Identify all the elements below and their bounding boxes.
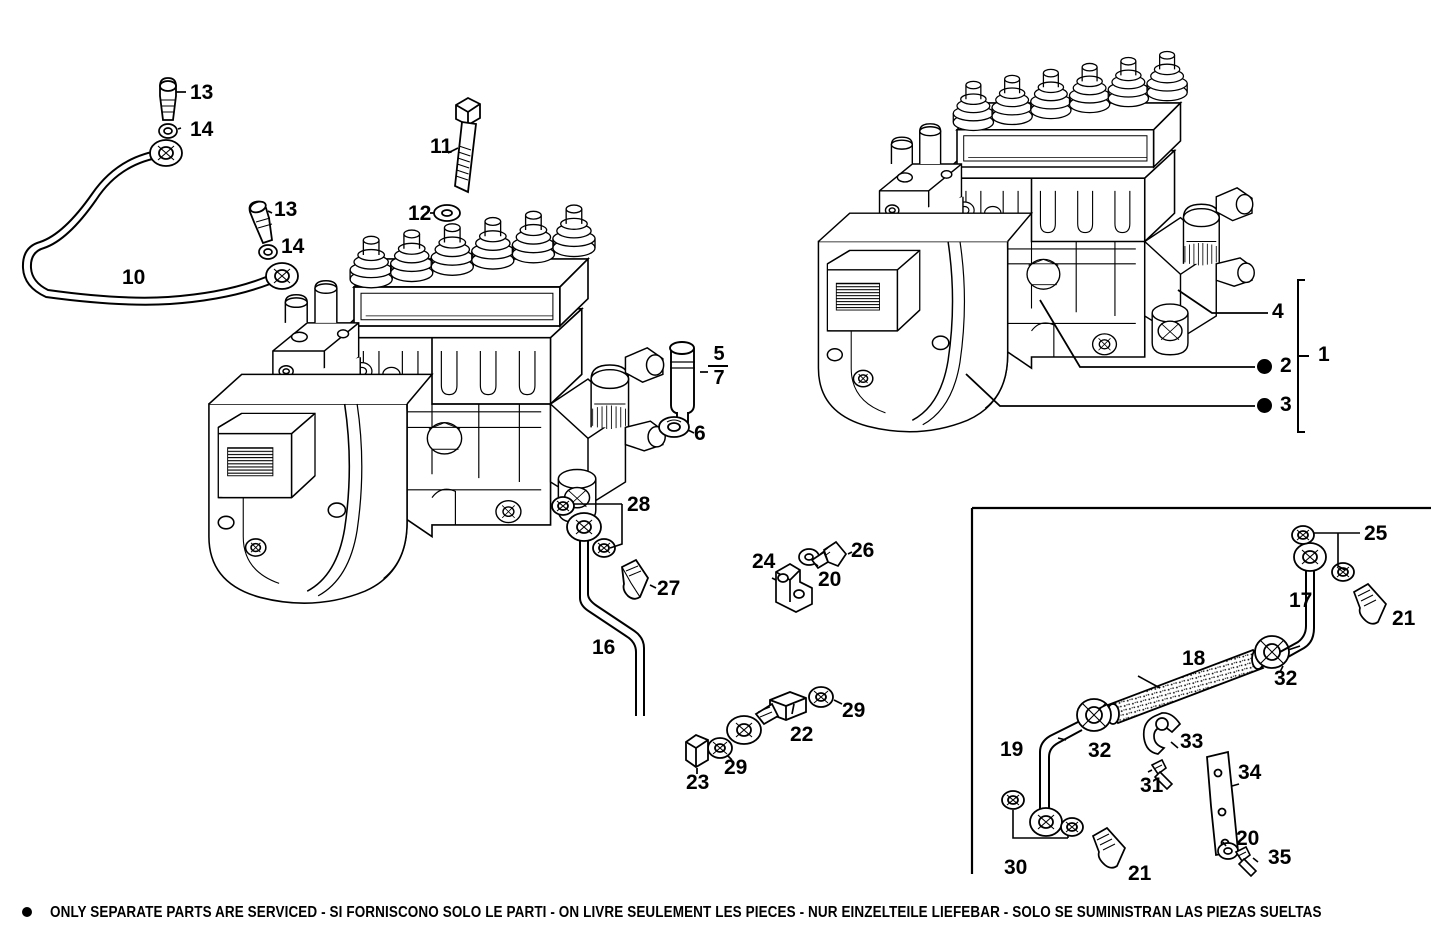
footer-note: ONLY SEPARATE PARTS ARE SERVICED - SI FO…: [0, 902, 1431, 921]
callout-1: 1: [1318, 343, 1330, 366]
callout-13-upper: 13: [190, 81, 214, 104]
part-16-banjo-eye-bottom: [726, 715, 762, 745]
callout-28: 28: [627, 493, 651, 516]
part-32-union-nut-right: [1254, 635, 1301, 669]
callout-21-lower: 21: [1128, 862, 1152, 885]
callout-5-over-7: 5 7: [708, 344, 730, 388]
part-28-washer-a: [551, 496, 575, 516]
part-31-screw: [1150, 758, 1174, 791]
part-21-bolt-upper: [1352, 582, 1388, 625]
part-29-washer-right: [808, 686, 834, 708]
callout-29-lower: 29: [724, 756, 748, 779]
callout-12: 12: [408, 202, 432, 225]
callout-32-right: 32: [1274, 667, 1298, 690]
callout-4: 4: [1272, 300, 1284, 323]
part-6-sealing-washer: [658, 416, 690, 438]
part-24-clamp: [775, 563, 813, 613]
callout-32-left: 32: [1088, 739, 1112, 762]
part-25-leader: [1314, 532, 1360, 571]
footer-note-text: ONLY SEPARATE PARTS ARE SERVICED - SI FO…: [50, 902, 1322, 921]
callout-5: 5: [713, 343, 725, 365]
callout-27: 27: [657, 577, 681, 600]
part-17-pipe: [1279, 570, 1315, 658]
callout-6: 6: [694, 422, 706, 445]
part-30-washer: [1001, 790, 1025, 810]
part-25-washer-b: [1331, 562, 1355, 582]
callout-20-center: 20: [818, 568, 842, 591]
part-12-washer: [433, 204, 461, 222]
part-32-union-nut-left: [1076, 698, 1112, 732]
part-35-screw: [1234, 845, 1258, 878]
callout-7: 7: [713, 367, 725, 389]
part-29-washer-lower: [707, 737, 733, 759]
part-13-banjo-bolt-lower: [248, 200, 273, 245]
part-10-banjo-eye-lower: [265, 262, 299, 290]
part-27-banjo-bolt: [621, 558, 650, 600]
leader-lines: [176, 91, 1309, 774]
part-17-banjo-eye: [1293, 542, 1327, 572]
callout-16: 16: [592, 636, 616, 659]
part-21-bolt-lower: [1091, 826, 1127, 869]
callout-23: 23: [686, 771, 710, 794]
callout-29-right: 29: [842, 699, 866, 722]
callout-26: 26: [851, 539, 875, 562]
part-23-cap-nut: [685, 733, 709, 769]
part-20-washer-inset: [1217, 842, 1239, 860]
part-25-washer-a: [1291, 525, 1315, 545]
callout-14-lower: 14: [281, 235, 305, 258]
callout-25: 25: [1364, 522, 1388, 545]
callout-19: 19: [1000, 738, 1024, 761]
part-14-sealing-washer-lower: [258, 244, 278, 260]
part-33-clip: [1142, 712, 1182, 755]
part-22-union-bolt: [754, 691, 807, 726]
part-16-pipe-run: [578, 540, 744, 716]
callout-2: 2: [1280, 354, 1292, 377]
inset-leaders: [1057, 665, 1284, 863]
callout-20-inset: 20: [1236, 827, 1260, 850]
callout-33: 33: [1180, 730, 1204, 753]
callout-3: 3: [1280, 393, 1292, 416]
inset-panel-frame: [970, 506, 1431, 874]
callout-10: 10: [122, 266, 146, 289]
part-16-fuel-pipe: [579, 540, 645, 716]
callout-34: 34: [1238, 761, 1262, 784]
part-10-banjo-eye-upper: [149, 139, 183, 167]
callout-22: 22: [790, 723, 814, 746]
part-13-banjo-bolt-upper: [159, 77, 177, 121]
part-34-bracket: [1206, 750, 1239, 857]
fraction-bar: [708, 365, 728, 367]
callout-24: 24: [752, 550, 776, 573]
callout-31: 31: [1140, 774, 1164, 797]
callout-14-upper: 14: [190, 118, 214, 141]
right-pump-assembly: [817, 50, 1256, 433]
part-26-bolt: [810, 540, 848, 570]
callout-35: 35: [1268, 846, 1292, 869]
part-14-sealing-washer-upper: [158, 123, 178, 139]
part-30-washer-b: [1060, 817, 1084, 837]
part-19-pipe: [1039, 721, 1083, 826]
part-5-7-filter-element: [669, 341, 695, 425]
callout-30: 30: [1004, 856, 1028, 879]
part-19-banjo-eye: [1029, 807, 1063, 837]
part-28-washer-b: [592, 538, 616, 558]
bullet-marker-3: [1257, 398, 1272, 413]
part-28-leader: [574, 503, 623, 549]
callout-17: 17: [1289, 589, 1313, 612]
part-16-banjo-eye-top: [566, 512, 602, 542]
part-11-hex-bolt: [454, 96, 481, 194]
bullet-marker-2: [1257, 359, 1272, 374]
callout-11: 11: [430, 135, 453, 158]
footer-bullet-icon: [22, 906, 32, 917]
callout-21-upper: 21: [1392, 607, 1416, 630]
callout-13-lower: 13: [274, 198, 298, 221]
part-10-fuel-pipe: [21, 149, 271, 306]
callout-18: 18: [1182, 647, 1206, 670]
